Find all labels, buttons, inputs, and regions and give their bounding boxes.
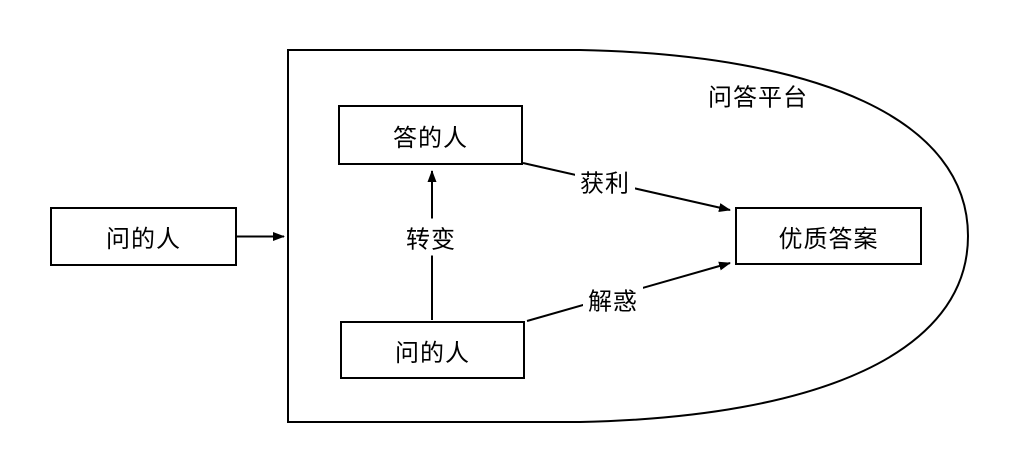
edge-label-profit: 获利 xyxy=(575,162,635,200)
node-asker-inside: 问的人 xyxy=(340,321,525,379)
node-quality-answer: 优质答案 xyxy=(735,207,922,265)
platform-boundary xyxy=(287,49,970,423)
node-answerer: 答的人 xyxy=(338,105,523,165)
edge-label-solve: 解惑 xyxy=(583,280,643,318)
node-asker-outside: 问的人 xyxy=(50,207,237,266)
platform-title: 问答平台 xyxy=(708,84,808,112)
edge-label-transform: 转变 xyxy=(401,218,461,256)
